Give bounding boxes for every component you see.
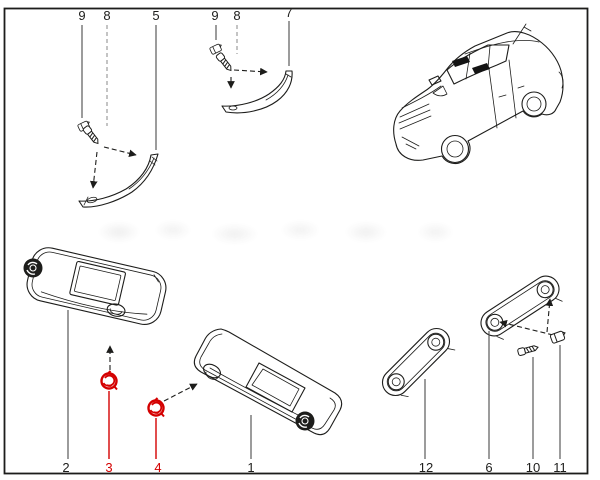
callout-8-right[interactable]: 8: [233, 8, 240, 23]
callout-10[interactable]: 10: [526, 460, 540, 475]
part-3-visor-clip-highlighted[interactable]: [100, 369, 119, 391]
assembly-arrow: [163, 383, 198, 402]
visor-hook-slot: [203, 363, 221, 379]
visor-marker-right: [472, 63, 490, 74]
visor-marker-left: [452, 56, 470, 67]
visor-hook-slot: [106, 303, 126, 317]
callout-11[interactable]: 11: [553, 460, 567, 475]
antenna: [512, 23, 532, 45]
assembly-arrow: [103, 146, 137, 158]
vehicle-illustration: [393, 23, 564, 165]
vanity-mirror: [69, 260, 126, 306]
assembly-arrow: [499, 319, 554, 336]
assembly-arrow: [89, 151, 98, 189]
callout-1[interactable]: 1: [247, 460, 254, 475]
callout-9-right[interactable]: 9: [211, 8, 218, 23]
callout-5[interactable]: 5: [152, 8, 159, 23]
part-11-cap[interactable]: [549, 329, 568, 345]
part-8-screw-right[interactable]: [215, 51, 235, 74]
callout-4[interactable]: 4: [154, 460, 161, 475]
part-12-grab-handle[interactable]: [377, 323, 459, 405]
assembly-arrow: [545, 298, 554, 333]
callout-2[interactable]: 2: [62, 460, 69, 475]
part-7-visor-bracket-cover[interactable]: [221, 70, 293, 114]
part-10-screw[interactable]: [516, 343, 540, 357]
visor-pivot-mount: [294, 410, 316, 432]
diagram-border: [3, 7, 589, 475]
part-1-sun-visor[interactable]: [193, 328, 343, 436]
callout-12[interactable]: 12: [419, 460, 433, 475]
callout-9-left[interactable]: 9: [78, 8, 85, 23]
door-mirror: [428, 75, 442, 86]
part-8-screw-left[interactable]: [82, 124, 102, 147]
callout-6[interactable]: 6: [485, 460, 492, 475]
part-6-grab-handle[interactable]: [476, 271, 567, 346]
callout-3[interactable]: 3: [105, 460, 112, 475]
assembly-arrow: [233, 67, 268, 76]
callout-8-left[interactable]: 8: [103, 8, 110, 23]
part-4-visor-clip-highlighted[interactable]: [147, 396, 166, 418]
callout-7[interactable]: 7: [285, 5, 292, 20]
visor-pivot-mount: [22, 257, 44, 279]
part-2-sun-visor[interactable]: [24, 244, 170, 327]
part-5-visor-bracket-cover[interactable]: [78, 153, 159, 208]
